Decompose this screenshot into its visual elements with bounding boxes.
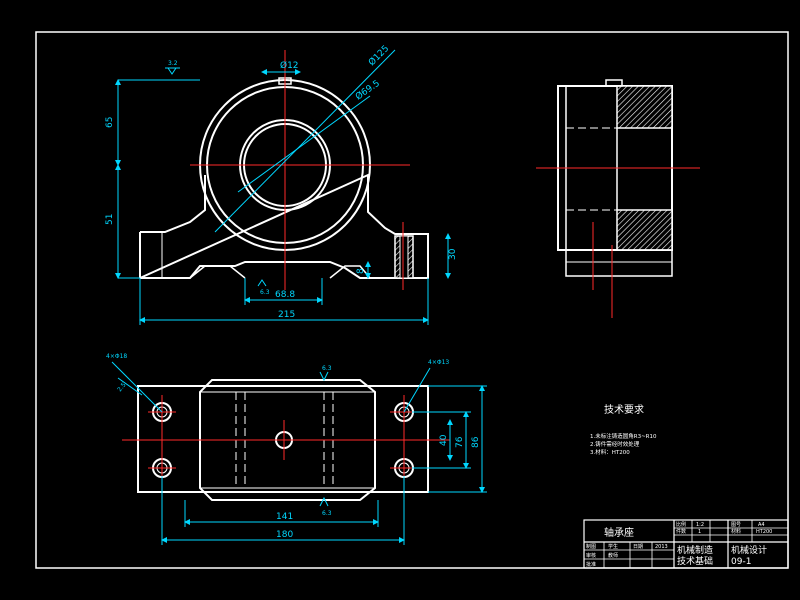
org-line-1: 机械制造 (677, 544, 713, 556)
hole-note-right: 4×Φ13 (428, 359, 449, 366)
rough-plan-bottom: 6.3 (322, 510, 332, 517)
dim-d12: Ø12 (280, 60, 299, 71)
count-value: 1 (698, 529, 701, 535)
checked-label: 审核 (586, 552, 596, 559)
dim-h40: 40 (439, 434, 449, 446)
scale-value: 1:2 (696, 522, 704, 528)
dim-w215: 215 (278, 310, 295, 320)
edge-note-left: 2.5 (116, 381, 128, 393)
count-label: 件数 (676, 528, 686, 535)
date-label: 日期 (633, 544, 643, 550)
tech-req-title: 技术要求 (604, 403, 644, 416)
title-block (583, 519, 789, 569)
hole-note-left: 4×Φ18 (106, 353, 127, 360)
approved-label: 批准 (586, 561, 596, 568)
date-value: 2013 (655, 544, 668, 550)
side-hidden-lines (566, 127, 617, 211)
rough-top: 3.2 (168, 60, 178, 67)
course-line-2: 09-1 (731, 557, 751, 567)
front-view (139, 77, 429, 279)
rough-plan-top: 6.3 (322, 365, 332, 372)
plan-dimension-text: 141 180 40 76 86 6.3 6.3 4×Φ18 4×Φ13 2.5 (106, 353, 481, 540)
dim-d69: Ø69.5 (353, 78, 382, 103)
dim-h51: 51 (105, 214, 115, 225)
dim-w180: 180 (276, 530, 293, 540)
dim-h65: 65 (105, 117, 115, 128)
dim-h76: 76 (455, 436, 465, 448)
tech-req-item-1: 1.未标注铸造圆角R3~R10 (590, 432, 657, 440)
front-dimension-lines (115, 49, 451, 325)
sheet-label: 图号 (731, 522, 741, 528)
material-label: 材料 (731, 528, 741, 535)
dim-h30: 30 (448, 248, 458, 260)
material-value: HT200 (756, 529, 772, 535)
scale-label: 比例 (676, 521, 686, 528)
tech-req-item-2: 2.铸件需经时效处理 (590, 440, 640, 448)
sheet-border (35, 31, 789, 569)
dim-h8: 8 (356, 268, 366, 274)
rough-base: 6.3 (260, 289, 270, 296)
dim-w68: 68.8 (275, 290, 295, 300)
technical-requirements: 技术要求 1.未标注铸造圆角R3~R10 2.铸件需经时效处理 3.材料：HT2… (590, 403, 657, 456)
dim-d125: Ø125 (366, 43, 391, 68)
course-line-1: 机械设计 (731, 544, 767, 556)
side-centerlines (536, 167, 700, 318)
dim-h86: 86 (471, 436, 481, 448)
plan-dimension-lines (111, 361, 487, 545)
sheet-value: A4 (758, 522, 765, 528)
dim-w141: 141 (276, 512, 293, 522)
title-block-text: 轴承座 比例 1:2 件数 1 图号 A4 材料 HT200 制图 学生 审核 … (586, 521, 772, 568)
side-view (557, 79, 673, 277)
tech-req-item-3: 3.材料：HT200 (590, 448, 630, 456)
drawn-value: 学生 (608, 543, 618, 550)
org-line-2: 技术基础 (677, 555, 713, 567)
drawn-label: 制图 (586, 543, 596, 550)
part-name: 轴承座 (604, 526, 634, 539)
front-centerlines (190, 50, 410, 290)
checked-value: 教师 (608, 552, 618, 559)
